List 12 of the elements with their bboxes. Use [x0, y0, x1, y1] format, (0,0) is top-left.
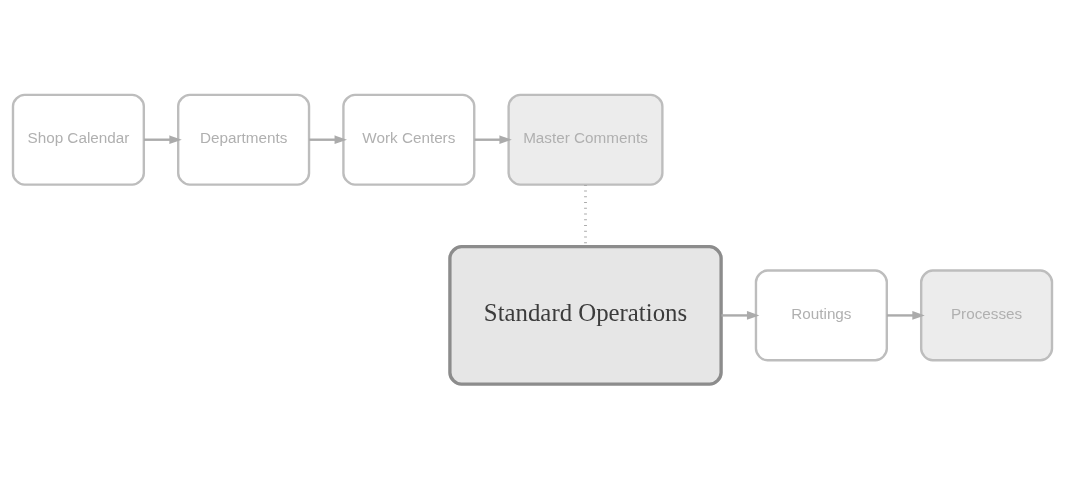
arrow	[474, 134, 512, 144]
arrow	[309, 134, 347, 144]
arrow	[886, 310, 925, 320]
arrow	[143, 134, 182, 144]
node-box: Standard Operations	[448, 244, 723, 386]
node-box: Routings	[754, 268, 888, 361]
node-box: Master Comments	[507, 93, 664, 186]
arrow	[721, 310, 760, 320]
node-box: Shop Calendar	[11, 93, 145, 186]
node-box: Departments	[177, 93, 311, 186]
node-box: Processes	[920, 268, 1054, 361]
node-box: Work Centers	[342, 93, 476, 186]
